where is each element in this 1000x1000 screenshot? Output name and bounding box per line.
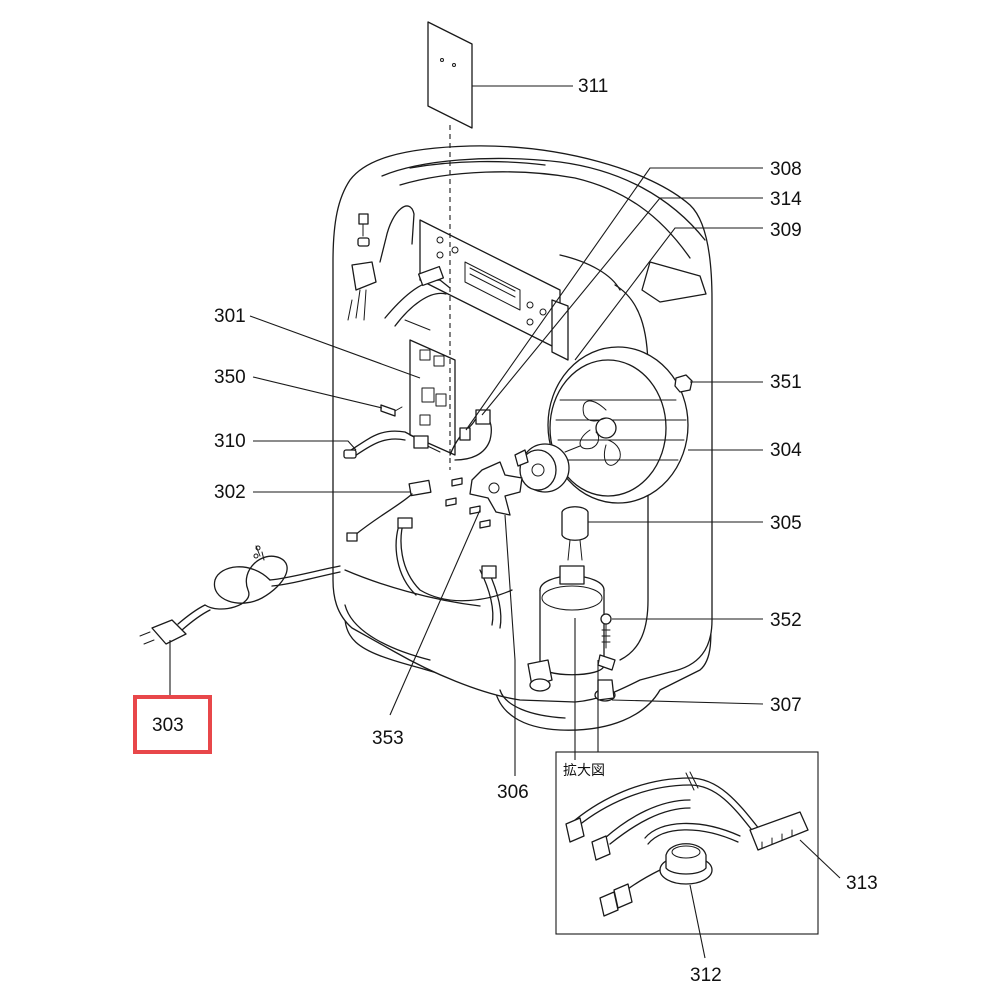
sensor-cap	[561, 506, 589, 561]
label-353: 353	[372, 728, 404, 749]
power-cord-303	[139, 545, 341, 645]
label-307: 307	[770, 695, 802, 716]
wire-harness-connector	[384, 265, 451, 331]
label-310: 310	[214, 431, 246, 452]
highlight-box-303	[133, 695, 212, 754]
screw-352	[600, 613, 612, 649]
screw-350	[380, 404, 403, 417]
label-301: 301	[214, 306, 246, 327]
circuit-board-301	[409, 339, 456, 456]
label-352: 352	[770, 610, 802, 631]
filter-311	[427, 21, 473, 470]
label-350: 350	[214, 367, 246, 388]
drain-hose	[479, 565, 502, 629]
detail-inset: 拡大図	[555, 751, 819, 935]
label-351: 351	[770, 372, 802, 393]
label-305: 305	[770, 513, 802, 534]
label-306: 306	[497, 782, 529, 803]
wire-harness-310	[343, 430, 429, 459]
nut-351	[674, 374, 693, 393]
label-309: 309	[770, 220, 802, 241]
unit-housing	[332, 145, 713, 731]
screws-353	[445, 477, 491, 529]
label-303: 303	[152, 715, 184, 736]
label-302: 302	[214, 482, 246, 503]
label-304: 304	[770, 440, 802, 461]
pump-assembly	[527, 565, 616, 702]
fan-wheel-304	[547, 346, 689, 504]
float-switch-assembly	[347, 205, 415, 321]
motor-bracket-306	[469, 461, 523, 516]
fan-motor-305	[514, 443, 581, 493]
label-313: 313	[846, 873, 878, 894]
label-308: 308	[770, 159, 802, 180]
label-311: 311	[578, 76, 608, 97]
control-panel	[419, 219, 569, 361]
sensor-wires	[449, 409, 492, 461]
label-314: 314	[770, 189, 802, 210]
part-labels: 311 308 314 309 301 350 351 310 304 302 …	[152, 76, 878, 986]
wire-harness-302	[346, 479, 513, 602]
label-312: 312	[690, 965, 722, 986]
leader-lines	[169, 85, 841, 959]
inset-title: 拡大図	[563, 763, 605, 779]
